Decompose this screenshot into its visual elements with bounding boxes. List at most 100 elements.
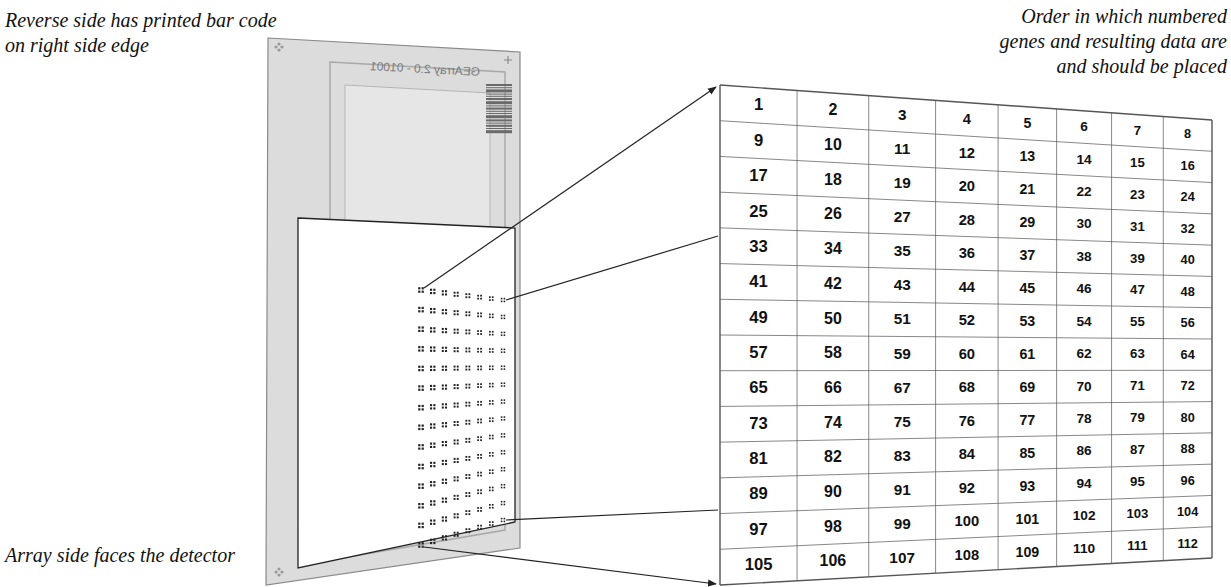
table-cell: 27: [894, 210, 911, 225]
spot-grid: [418, 287, 505, 548]
table-cell: 22: [1077, 185, 1092, 199]
table-cell: 109: [1016, 545, 1040, 559]
table-cell: 93: [1019, 479, 1035, 493]
annotation-note: Order in which numbered genes and result…: [981, 4, 1227, 79]
table-cell: 105: [745, 557, 773, 574]
table-cell: 49: [749, 309, 768, 326]
table-cell: 10: [824, 137, 842, 153]
corner-marks: [274, 42, 283, 576]
table-cell: 80: [1181, 411, 1195, 424]
table-cell: 52: [959, 313, 975, 328]
annotation-note: Reverse side has printed bar code on rig…: [5, 8, 277, 58]
table-cell: 30: [1077, 218, 1092, 232]
table-cell: 35: [894, 244, 911, 259]
table-cell: 63: [1130, 348, 1145, 361]
table-cell: 77: [1019, 413, 1035, 427]
table-cell: 82: [824, 449, 842, 465]
table-cell: 57: [749, 345, 768, 362]
barcode: [486, 84, 512, 133]
table-cell: 69: [1019, 380, 1035, 394]
table-cell: 95: [1130, 476, 1145, 489]
table-cell: 2: [828, 102, 837, 118]
table-cell: 46: [1077, 282, 1092, 296]
table-cell: 12: [959, 145, 975, 160]
table-cell: 83: [894, 448, 911, 463]
table-cell: 62: [1077, 347, 1092, 361]
table-cell: 53: [1019, 314, 1035, 328]
table-cell: 55: [1130, 316, 1145, 329]
table-cell: 51: [894, 312, 911, 327]
table-cell: 14: [1077, 153, 1092, 167]
table-cell: 64: [1181, 348, 1195, 361]
table-cell: 17: [749, 168, 768, 185]
table-cell: 60: [959, 346, 975, 361]
table-cell: 78: [1077, 412, 1092, 426]
table-cell: 39: [1130, 252, 1145, 265]
table-cell: 111: [1127, 540, 1148, 553]
table-cell: 8: [1184, 128, 1191, 141]
table-cell: 29: [1019, 215, 1035, 229]
table-cell: 26: [824, 206, 842, 222]
table-cell: 96: [1181, 474, 1195, 487]
table-cell: 90: [824, 484, 842, 500]
table-cell: 59: [894, 346, 911, 361]
table-cell: 85: [1019, 446, 1035, 460]
table-cell: 25: [749, 203, 768, 220]
table-cell: 7: [1134, 124, 1141, 137]
table-cell: 110: [1073, 542, 1095, 556]
table-cell: 89: [749, 486, 768, 503]
table-cell: 92: [959, 480, 975, 495]
table-cell: 3: [898, 107, 907, 122]
plate-cross: [504, 56, 512, 64]
table-cell: 15: [1130, 156, 1145, 169]
table-cell: 106: [820, 553, 847, 569]
table-cell: 104: [1177, 506, 1198, 519]
table-cell: 47: [1130, 284, 1145, 297]
table-cell: 19: [894, 175, 911, 190]
table-cell: 66: [824, 380, 842, 396]
annotation-note: Array side faces the detector: [5, 543, 275, 568]
table-cell: 13: [1019, 149, 1035, 163]
leader-lines: [424, 87, 718, 584]
table-cell: 20: [959, 179, 975, 194]
order-table-grid: [720, 85, 1212, 585]
table-cell: 32: [1181, 222, 1195, 235]
table-cell: 4: [963, 112, 971, 127]
table-cell: 38: [1077, 250, 1092, 264]
table-cell: 31: [1130, 220, 1145, 233]
table-cell: 101: [1016, 512, 1040, 526]
table-cell: 11: [894, 141, 910, 156]
table-cell: 67: [894, 380, 911, 395]
table-cell: 56: [1181, 317, 1195, 330]
table-cell: 58: [824, 345, 842, 361]
table-cell: 98: [824, 519, 842, 535]
table-cell: 41: [749, 274, 768, 291]
table-cell: 108: [955, 547, 980, 562]
table-cell: 70: [1077, 380, 1092, 394]
table-cell: 99: [894, 516, 911, 531]
table-cell: 9: [754, 132, 763, 149]
table-cell: 43: [894, 278, 911, 293]
table-cell: 42: [824, 276, 842, 292]
table-cell: 6: [1080, 120, 1088, 134]
table-cell: 76: [959, 413, 975, 428]
table-cell: 28: [959, 212, 975, 227]
table-cell: 94: [1077, 477, 1092, 491]
table-cell: 37: [1019, 248, 1035, 262]
table-cell: 112: [1177, 537, 1198, 550]
table-cell: 61: [1019, 347, 1035, 361]
table-cell: 16: [1181, 159, 1195, 172]
table-cell: 68: [959, 380, 975, 395]
table-cell: 1: [754, 97, 763, 114]
table-cell: 107: [889, 550, 915, 565]
table-cell: 24: [1181, 191, 1195, 204]
table-cell: 34: [824, 241, 842, 257]
table-cell: 50: [824, 311, 842, 327]
table-cell: 86: [1077, 445, 1092, 459]
table-cell: 88: [1181, 443, 1195, 456]
back-plate: [266, 38, 520, 585]
table-cell: 97: [749, 522, 768, 539]
table-cell: 48: [1181, 285, 1195, 298]
table-cell: 65: [749, 380, 768, 397]
